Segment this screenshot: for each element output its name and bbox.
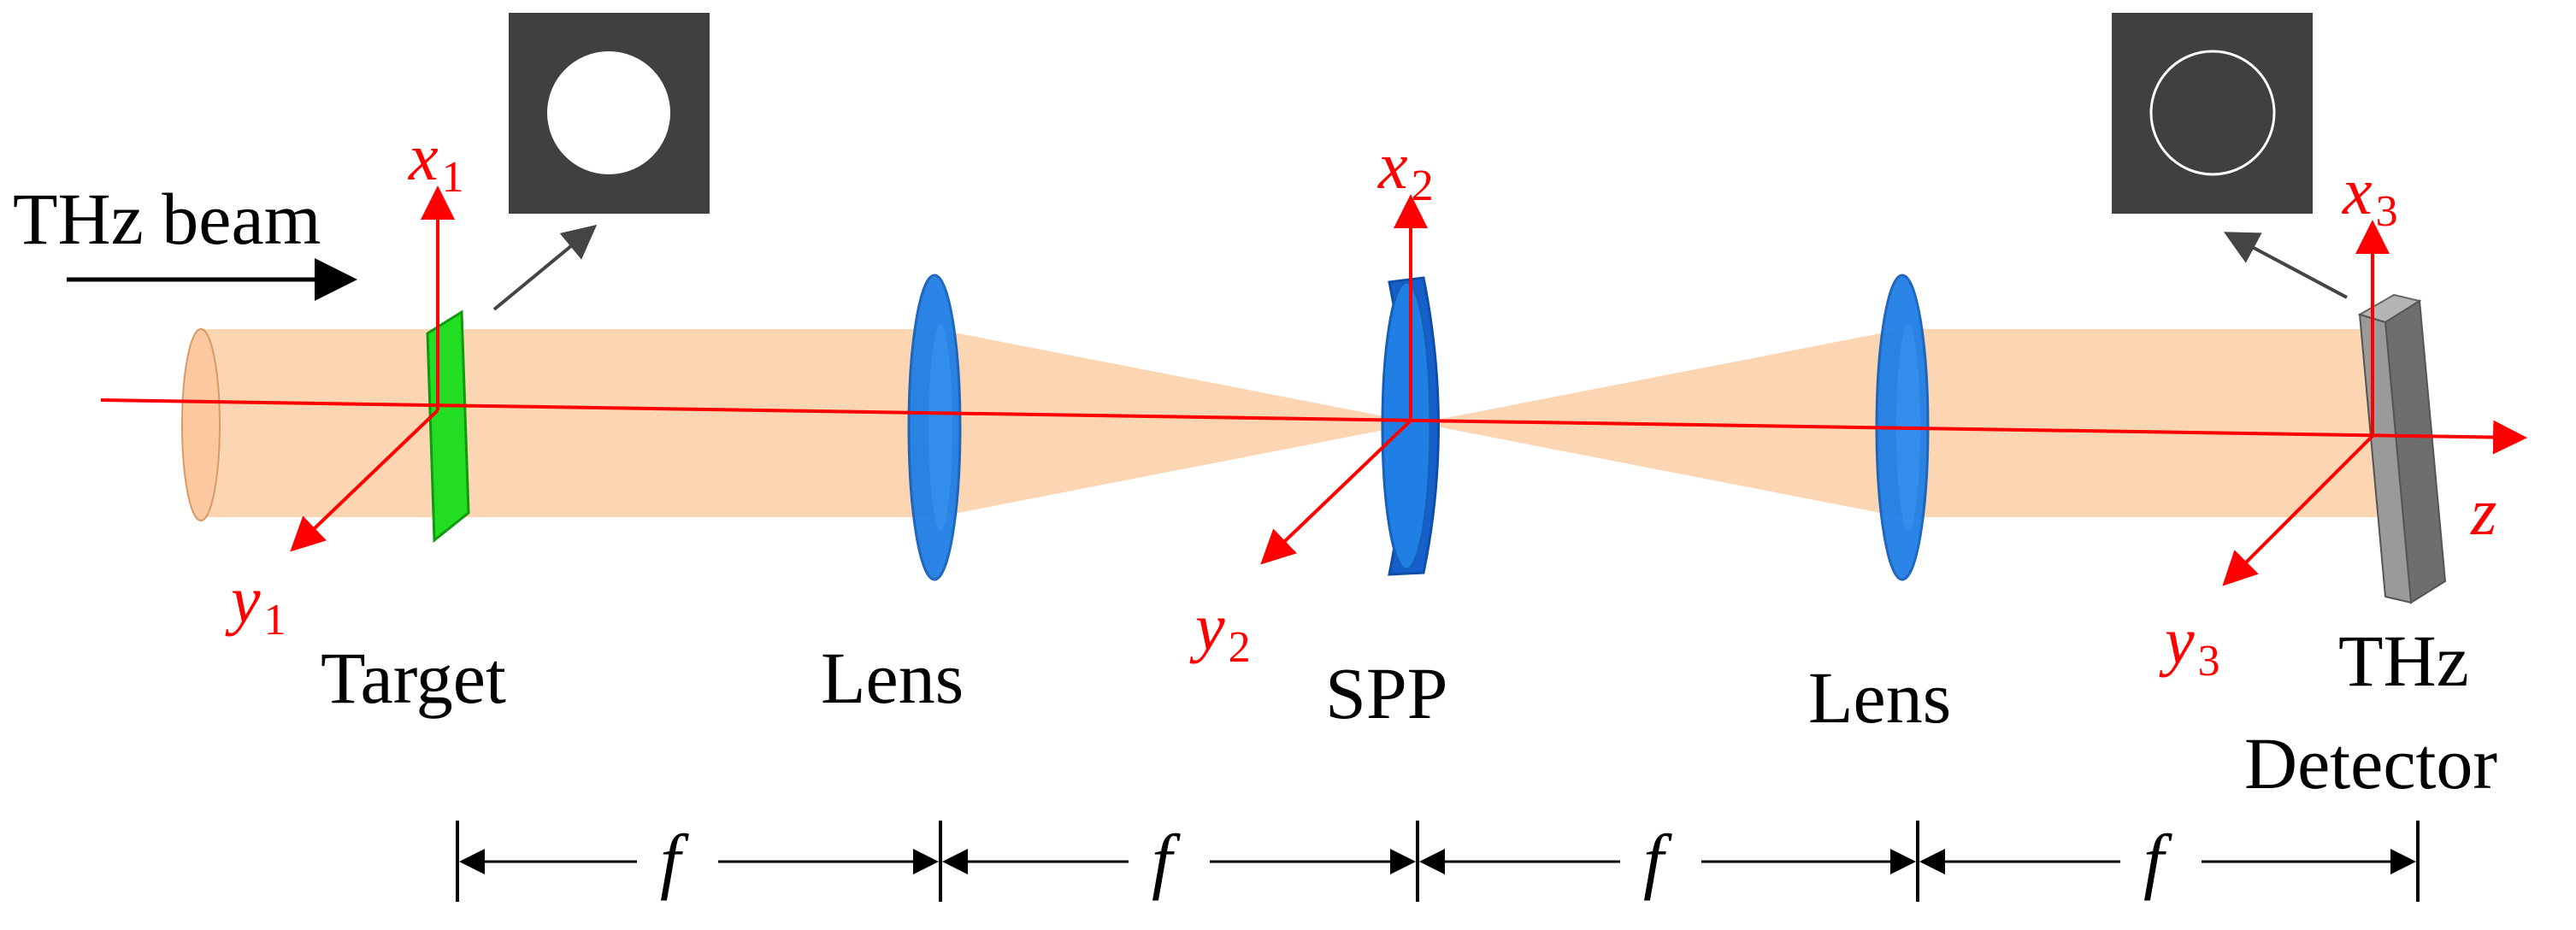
output-inset-pointer: [2223, 232, 2348, 299]
focal-label-1: f: [660, 819, 689, 901]
detector-label-line2: Detector: [2244, 722, 2497, 804]
target-plate: [426, 309, 470, 544]
focal-label-2: f: [1152, 819, 1181, 901]
z-axis-label: z: [2470, 474, 2496, 549]
spp-label: SPP: [1325, 652, 1448, 734]
y1-axis-label: y1: [225, 562, 286, 645]
x2-axis-label: x2: [1377, 128, 1434, 210]
z-axis-line: [100, 398, 2527, 455]
lens-2-label: Lens: [1808, 656, 1951, 739]
beam-entrance-face: [181, 328, 221, 521]
focal-label-4: f: [2143, 819, 2172, 901]
y2-axis-label: y2: [1189, 590, 1251, 672]
lens-1-highlight: [928, 325, 952, 530]
beam-cone-converging: [936, 329, 1419, 517]
beam-label: THz beam: [13, 178, 321, 260]
thz-beam: [181, 328, 2377, 521]
y3-axis-label: y3: [2159, 603, 2220, 686]
input-inset-pointer: [492, 224, 598, 311]
ring-icon: [2149, 50, 2276, 176]
solid-disk-icon: [547, 51, 670, 174]
lens-1-label: Lens: [821, 637, 964, 719]
beam-collimated-output: [1902, 329, 2377, 517]
output-beam-profile-inset: [2112, 13, 2313, 214]
beam-collimated-input: [197, 329, 936, 517]
y1-axis-arrow: [290, 409, 439, 552]
detector-label-line1: THz: [2338, 620, 2469, 702]
target-label: Target: [321, 637, 506, 719]
focal-dimension-bar: f f f f: [456, 819, 2420, 902]
input-beam-profile-inset: [509, 13, 710, 214]
focal-label-3: f: [1643, 819, 1672, 901]
x3-axis-label: x3: [2342, 154, 2398, 236]
y2-axis-arrow: [1260, 419, 1412, 565]
x1-axis-label: x1: [408, 120, 464, 202]
y3-axis-arrow: [2222, 434, 2374, 586]
